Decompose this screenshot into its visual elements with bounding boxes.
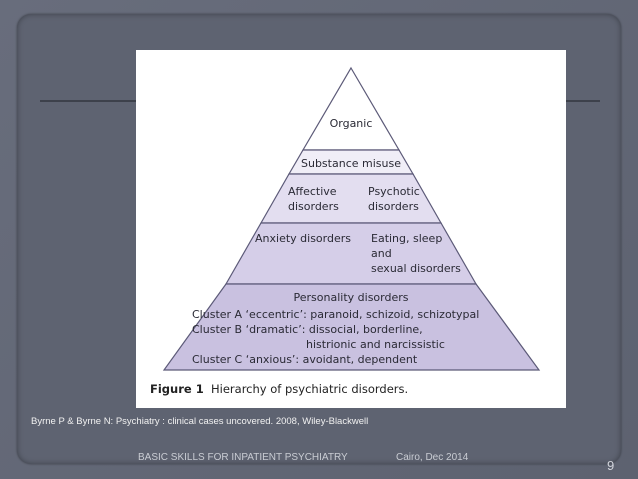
tier-personality (162, 283, 541, 371)
hierarchy-figure: Organic Substance misuse Affective disor… (136, 50, 566, 408)
tier-organic (301, 66, 401, 151)
figure-caption-text: Hierarchy of psychiatric disorders. (211, 382, 409, 396)
title-rule-right (566, 100, 600, 102)
label-cluster-c: Cluster C ‘anxious’: avoidant, dependent (192, 353, 418, 366)
label-eating-2: and (371, 247, 392, 260)
pyramid-diagram: Organic Substance misuse Affective disor… (162, 66, 541, 371)
label-cluster-a: Cluster A ‘eccentric’: paranoid, schizoi… (192, 308, 479, 321)
label-organic: Organic (330, 117, 373, 130)
label-personality-disorders: Personality disorders (294, 291, 409, 304)
label-anxiety-disorders: Anxiety disorders (255, 232, 351, 245)
label-psychotic-1: Psychotic (368, 185, 420, 198)
label-affective-2: disorders (288, 200, 339, 213)
label-eating-3: sexual disorders (371, 262, 461, 275)
footer-date: Cairo, Dec 2014 (396, 452, 469, 463)
figure-caption-label: Figure 1 (150, 382, 204, 396)
title-rule-left (40, 100, 136, 102)
label-eating-1: Eating, sleep (371, 232, 442, 245)
label-cluster-b-2: histrionic and narcissistic (306, 338, 445, 351)
page-number: 9 (607, 458, 615, 473)
figure-caption: Figure 1 Hierarchy of psychiatric disord… (150, 382, 408, 396)
citation: Byrne P & Byrne N: Psychiatry : clinical… (31, 416, 369, 427)
label-psychotic-2: disorders (368, 200, 419, 213)
label-substance-misuse: Substance misuse (301, 157, 401, 170)
label-affective-1: Affective (288, 185, 337, 198)
footer-title: BASIC SKILLS FOR INPATIENT PSYCHIATRY (138, 452, 348, 463)
label-cluster-b: Cluster B ‘dramatic’: dissocial, borderl… (192, 323, 423, 336)
